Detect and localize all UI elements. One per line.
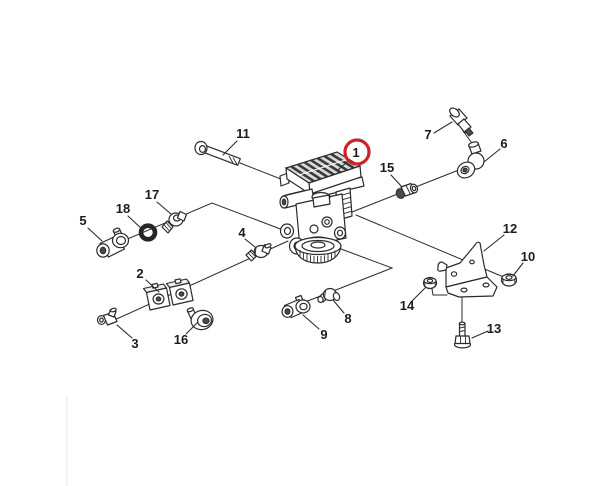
callout-label-3: 3 bbox=[131, 336, 138, 351]
callout-label-4: 4 bbox=[238, 225, 246, 240]
leader-line-9 bbox=[302, 314, 320, 330]
part-2-fitting-block bbox=[142, 278, 194, 311]
leader-line-10 bbox=[512, 262, 524, 277]
callout-label-8: 8 bbox=[344, 311, 351, 326]
leader-line-14 bbox=[411, 287, 426, 302]
part-11-long-bolt bbox=[194, 140, 241, 166]
leader-line-15 bbox=[390, 174, 403, 188]
callout-label-14: 14 bbox=[400, 298, 415, 313]
leader-line-11 bbox=[222, 140, 238, 156]
highlight-circle-callout-1 bbox=[343, 138, 371, 166]
leader-line-17 bbox=[156, 201, 172, 215]
part-8-threaded-fitting bbox=[317, 287, 341, 304]
callout-label-13: 13 bbox=[487, 321, 501, 336]
part-15-fitting bbox=[395, 182, 419, 199]
leader-line-7 bbox=[433, 121, 453, 134]
part-14-hex-nut bbox=[422, 276, 438, 290]
leader-line-3 bbox=[116, 324, 133, 339]
part-12-mounting-bracket bbox=[437, 241, 498, 298]
callout-label-12: 12 bbox=[503, 221, 517, 236]
leader-line-16 bbox=[185, 321, 199, 335]
callout-label-1: 1 bbox=[352, 145, 359, 160]
callout-label-17: 17 bbox=[145, 187, 159, 202]
leader-line-8 bbox=[332, 299, 345, 314]
callout-label-11: 11 bbox=[236, 126, 250, 141]
part-6-elbow-fitting bbox=[456, 141, 485, 179]
part-3-small-fitting bbox=[96, 307, 118, 326]
callout-label-2: 2 bbox=[136, 266, 143, 281]
drum-teeth bbox=[299, 249, 336, 263]
leader-line-2 bbox=[145, 279, 160, 293]
leader-line-12 bbox=[483, 234, 505, 252]
part-5-elbow-fitting bbox=[96, 227, 130, 258]
callout-label-7: 7 bbox=[424, 127, 431, 142]
callout-label-15: 15 bbox=[380, 160, 394, 175]
axis-line-nut14-to-bracket bbox=[431, 288, 448, 296]
part-13-hex-bolt bbox=[453, 321, 472, 349]
part-10-hex-nut bbox=[500, 273, 518, 287]
part-1-modulator-valve-assembly bbox=[279, 151, 365, 264]
callout-label-16: 16 bbox=[174, 332, 188, 347]
ecu-rib-grid bbox=[290, 152, 355, 183]
part-16-push-connect-fitting bbox=[186, 307, 214, 331]
part-4-threaded-fitting bbox=[245, 243, 272, 262]
leader-line-18 bbox=[127, 215, 143, 230]
leader-line-5 bbox=[87, 227, 103, 242]
leader-line-4 bbox=[244, 238, 256, 248]
leader-line-6 bbox=[483, 148, 501, 163]
callout-label-9: 9 bbox=[320, 327, 327, 342]
part-7-plug-fitting bbox=[449, 107, 474, 137]
callout-label-18: 18 bbox=[116, 201, 130, 216]
axis-line-bolt11-to-valve bbox=[239, 162, 287, 182]
callout-label-10: 10 bbox=[521, 249, 535, 264]
part-17-hex-plug bbox=[161, 210, 188, 234]
callout-label-6: 6 bbox=[500, 136, 507, 151]
callout-label-5: 5 bbox=[79, 213, 86, 228]
callout-leader-lines bbox=[87, 121, 524, 339]
callout-labels: 1 2 3 4 5 6 7 8 9 10 11 12 13 14 15 16 1… bbox=[79, 126, 535, 351]
leader-line-13 bbox=[471, 330, 489, 339]
part-9-elbow-fitting bbox=[281, 294, 311, 319]
axis-line-5-18-17-to-valve bbox=[103, 202, 284, 250]
leader-line-1 bbox=[337, 160, 349, 171]
part-18-o-ring bbox=[138, 223, 158, 242]
